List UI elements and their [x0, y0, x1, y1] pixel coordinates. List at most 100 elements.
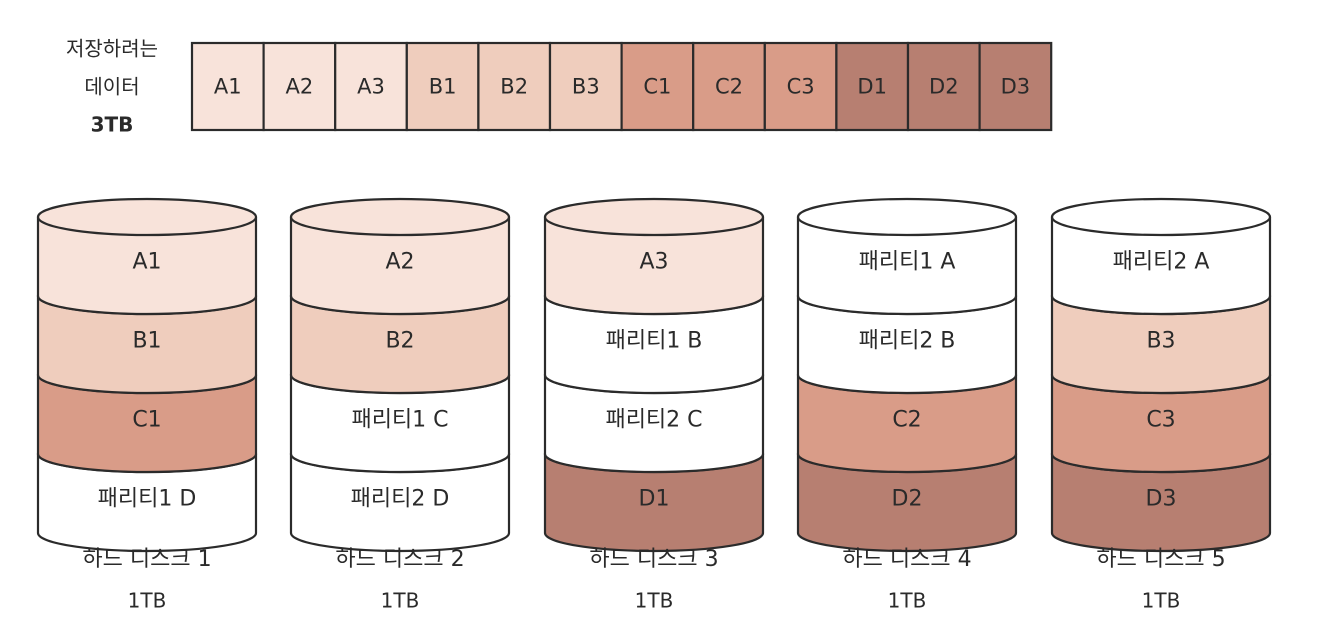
segment-body [289, 373, 511, 474]
disk-array: 패리티1 D C1 B1 A1 하드 디스크 1 1TB 패리티2 D 패리티1 C B2 A2 하… [36, 197, 1272, 613]
segment-label: 패리티2 A [1113, 250, 1210, 275]
data-block-label: A2 [286, 75, 314, 99]
segment-body [36, 452, 258, 553]
segment-body [543, 452, 765, 553]
disk-segment: A1 [36, 197, 258, 316]
data-block-cell [334, 41, 408, 132]
segment-top [543, 197, 765, 237]
disk-name: 하드 디스크 3 [589, 547, 718, 572]
data-block-label: D1 [857, 75, 887, 99]
data-block-cell [262, 41, 337, 132]
segment-label: 패리티2 B [859, 329, 956, 354]
segment-label: A2 [385, 250, 414, 275]
disk-capacity: 1TB [635, 589, 674, 613]
data-block-label: B3 [572, 75, 600, 99]
data-block-strip: A1 A2 A3 B1 B2 B3 C1 C2 C3 D1 D2 D3 [190, 41, 1053, 132]
hard-disk-1: 패리티1 D C1 B1 A1 하드 디스크 1 1TB [36, 197, 258, 613]
segment-label: D3 [1146, 487, 1177, 512]
disk-capacity: 1TB [1142, 589, 1181, 613]
segment-label: B2 [385, 329, 414, 354]
segment-body [1050, 452, 1272, 553]
data-block-cell [620, 41, 695, 132]
segment-label: 패리티1 B [606, 329, 703, 354]
data-block-label: A1 [214, 75, 242, 99]
segment-label: C1 [132, 408, 161, 433]
segment-label: 패리티1 D [98, 487, 197, 512]
data-label-line1: 저장하려는 [66, 37, 158, 61]
segment-label: D2 [892, 487, 923, 512]
disk-capacity: 1TB [888, 589, 927, 613]
data-block-cell [692, 41, 766, 132]
data-block-cell [477, 41, 552, 132]
segment-top [796, 197, 1018, 237]
segment-top [289, 197, 511, 237]
segment-label: B1 [132, 329, 161, 354]
disk-segment: 패리티2 A [1050, 197, 1272, 316]
segment-label: B3 [1146, 329, 1175, 354]
disk-segment: 패리티1 A [796, 197, 1018, 316]
disk-capacity: 1TB [128, 589, 167, 613]
data-block-c3: C3 [763, 41, 838, 132]
segment-body [796, 373, 1018, 474]
data-block-cell [835, 41, 910, 132]
data-block-cell [190, 41, 265, 132]
segment-label: 패리티1 C [351, 408, 448, 433]
data-block-d2: D2 [906, 41, 981, 132]
disk-name: 하드 디스크 2 [335, 547, 464, 572]
disk-segment: A3 [543, 197, 765, 316]
segment-label: C2 [892, 408, 921, 433]
segment-label: 패리티2 D [351, 487, 450, 512]
data-size-label: 3TB [91, 113, 134, 137]
segment-label: A1 [132, 250, 161, 275]
data-block-label: C2 [715, 75, 743, 99]
data-block-c2: C2 [692, 41, 766, 132]
data-block-cell [978, 41, 1053, 132]
segment-label: D1 [639, 487, 670, 512]
segment-body [543, 294, 765, 395]
data-block-label: D3 [1001, 75, 1031, 99]
segment-body [289, 452, 511, 553]
hard-disk-3: D1 패리티2 C 패리티1 B A3 하드 디스크 3 1TB [543, 197, 765, 613]
data-block-b2: B2 [477, 41, 552, 132]
segment-body [36, 215, 258, 316]
disk-name: 하드 디스크 4 [842, 547, 971, 572]
segment-body [36, 373, 258, 474]
disk-name: 하드 디스크 5 [1096, 547, 1225, 572]
disk-capacity: 1TB [381, 589, 420, 613]
segment-top [36, 197, 258, 237]
data-block-b1: B1 [405, 41, 480, 132]
segment-body [543, 215, 765, 316]
segment-body [796, 294, 1018, 395]
segment-body [289, 215, 511, 316]
data-block-label: C3 [787, 75, 815, 99]
data-block-label: D2 [929, 75, 959, 99]
segment-body [289, 294, 511, 395]
data-block-d1: D1 [835, 41, 910, 132]
disk-name: 하드 디스크 1 [82, 547, 211, 572]
data-block-cell [763, 41, 838, 132]
segment-body [796, 215, 1018, 316]
segment-body [1050, 373, 1272, 474]
segment-body [36, 294, 258, 395]
data-block-a3: A3 [334, 41, 408, 132]
data-block-label: B2 [500, 75, 528, 99]
data-block-cell [548, 41, 623, 132]
segment-body [1050, 215, 1272, 316]
segment-top [1050, 197, 1272, 237]
disk-segment: A2 [289, 197, 511, 316]
data-block-label: B1 [429, 75, 457, 99]
data-block-a1: A1 [190, 41, 265, 132]
data-block-b3: B3 [548, 41, 623, 132]
data-block-d3: D3 [978, 41, 1053, 132]
segment-label: 패리티2 C [605, 408, 702, 433]
segment-body [543, 373, 765, 474]
segment-body [1050, 294, 1272, 395]
hard-disk-2: 패리티2 D 패리티1 C B2 A2 하드 디스크 2 1TB [289, 197, 511, 613]
data-block-label: A3 [357, 75, 385, 99]
data-label: 저장하려는 데이터 3TB [66, 37, 158, 137]
data-block-c1: C1 [620, 41, 695, 132]
hard-disk-4: D2 C2 패리티2 B 패리티1 A 하드 디스크 4 1TB [796, 197, 1018, 613]
segment-body [796, 452, 1018, 553]
